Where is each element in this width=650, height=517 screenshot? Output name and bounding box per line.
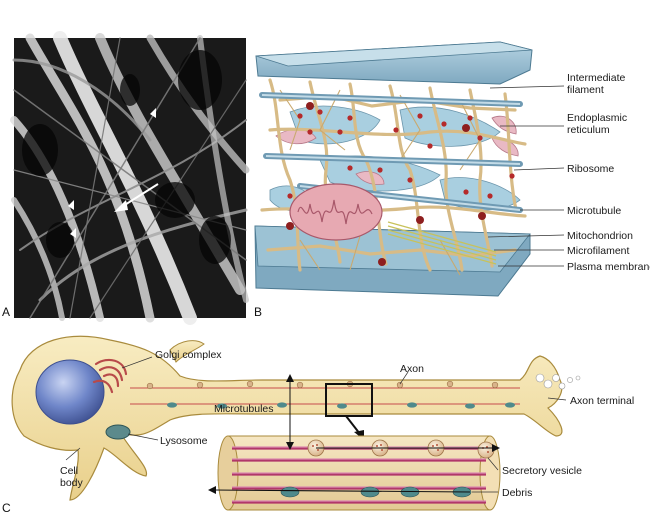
axon-debris	[167, 402, 515, 409]
label-intermediate-filament-line2: filament	[567, 84, 604, 96]
label-lysosome: Lysosome	[160, 435, 208, 447]
label-microtubules: Microtubules	[214, 403, 274, 415]
panel-b-illustration: Intermediate filament Endoplasmic reticu…	[254, 41, 650, 319]
axon-tube-detail	[217, 435, 501, 511]
label-secretory-vesicle: Secretory vesicle	[502, 465, 582, 477]
debris-particles	[280, 486, 472, 498]
neuron-outline	[11, 335, 563, 501]
ribosome-clusters	[286, 102, 486, 266]
label-endoplasmic-reticulum-line1: Endoplasmic	[567, 112, 627, 124]
axon-inset-box	[325, 383, 373, 417]
microtubules-pointer	[286, 374, 294, 450]
axon-terminal-granules	[535, 373, 581, 390]
label-endoplasmic-reticulum-line2: reticulum	[567, 124, 610, 136]
label-microtubule: Microtubule	[567, 205, 621, 217]
microfilament-bundle	[387, 221, 497, 265]
panel-c-label: C	[2, 501, 11, 515]
micrograph-arrowhead-icons	[68, 108, 156, 238]
retrograde-arrow-icon	[208, 486, 471, 494]
microtubule-rods	[259, 92, 523, 213]
panel-a-label: A	[2, 305, 10, 319]
ribosome-dots	[287, 109, 515, 199]
label-golgi-complex: Golgi complex	[155, 349, 222, 361]
label-microfilament: Microfilament	[567, 245, 630, 257]
golgi-complex	[92, 358, 128, 394]
label-plasma-membrane: Plasma membrane	[567, 261, 650, 273]
label-ribosome: Ribosome	[567, 163, 614, 175]
mitochondrion	[289, 183, 383, 241]
nucleus	[35, 359, 105, 425]
micrograph-dark-gaps	[22, 50, 231, 264]
label-intermediate-filament-line1: Intermediate	[567, 72, 626, 84]
panel-b-label: B	[254, 305, 262, 319]
label-mitochondrion: Mitochondrion	[567, 230, 633, 242]
label-axon-terminal: Axon terminal	[570, 395, 634, 407]
micrograph-arrow-icon	[114, 183, 159, 212]
cell-body-process	[169, 340, 205, 363]
panel-a-micrograph: A	[2, 31, 250, 325]
label-cell-body-line1: Cell	[60, 465, 78, 477]
label-axon: Axon	[400, 363, 424, 375]
panel-b-leader-lines	[487, 85, 565, 267]
anterograde-arrow-icon	[316, 444, 500, 452]
lysosome	[105, 424, 131, 440]
panel-c-illustration: Golgi complex Axon Axon terminal Microtu…	[2, 335, 634, 515]
label-cell-body-line2: body	[60, 477, 84, 489]
panel-c-leader-lines	[65, 356, 567, 493]
label-debris: Debris	[502, 487, 532, 499]
axon-vesicles	[146, 380, 499, 390]
